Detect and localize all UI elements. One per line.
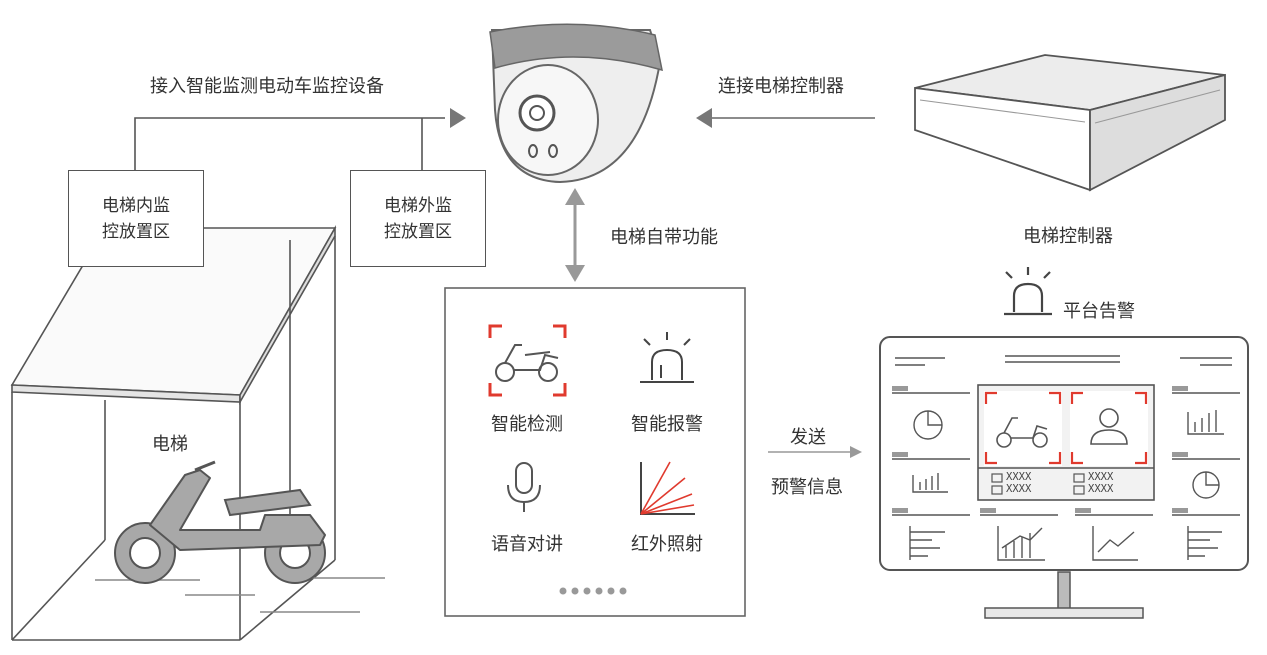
connect-controller-label: 连接电梯控制器 [718, 76, 844, 97]
feature-panel [444, 287, 746, 617]
monitor-card-1-line2: XXXX [1006, 483, 1032, 495]
pagination-dots [559, 587, 627, 595]
scooter-icon [114, 460, 326, 584]
microphone-icon [507, 462, 541, 512]
outside-zone-line2: 控放置区 [384, 221, 452, 242]
infrared-rays-icon [640, 461, 695, 515]
inside-zone-line1: 电梯内监 [102, 195, 170, 216]
controller-label: 电梯控制器 [1023, 226, 1113, 247]
controller-device-icon [914, 54, 1226, 192]
feature-infrared: 红外照射 [631, 534, 703, 555]
warning-info-label: 预警信息 [771, 477, 843, 498]
monitor-card-1-line1: XXXX [1006, 471, 1032, 483]
feature-smart-alarm: 智能报警 [631, 414, 703, 435]
monitor-card-2-line1: XXXX [1088, 471, 1114, 483]
monitor-icon [879, 336, 1249, 619]
double-arrow [565, 188, 585, 282]
outside-zone-line1: 电梯外监 [384, 195, 452, 216]
dome-camera-icon [489, 23, 663, 184]
connector-to-camera [134, 117, 445, 170]
feature-voice-intercom: 语音对讲 [491, 534, 563, 555]
outside-zone-box: 电梯外监 控放置区 [350, 170, 486, 267]
monitor-card-2-line2: XXXX [1088, 483, 1114, 495]
scooter-detect-icon [488, 324, 567, 397]
send-arrow [768, 446, 862, 458]
alarm-light-icon [640, 332, 694, 383]
feature-smart-detect: 智能检测 [491, 414, 563, 435]
builtin-function-label: 电梯自带功能 [610, 227, 718, 248]
inside-zone-box: 电梯内监 控放置区 [68, 170, 204, 267]
send-label: 发送 [790, 427, 826, 448]
access-monitor-label: 接入智能监测电动车监控设备 [150, 76, 384, 97]
elevator-cage-icon [10, 224, 385, 641]
inside-zone-line2: 控放置区 [102, 221, 170, 242]
platform-alarm-label: 平台告警 [1063, 301, 1135, 322]
arrow-to-camera [450, 108, 466, 128]
arrow-from-controller [696, 108, 712, 128]
platform-alarm-icon [1004, 267, 1052, 316]
elevator-label: 电梯 [152, 434, 188, 455]
